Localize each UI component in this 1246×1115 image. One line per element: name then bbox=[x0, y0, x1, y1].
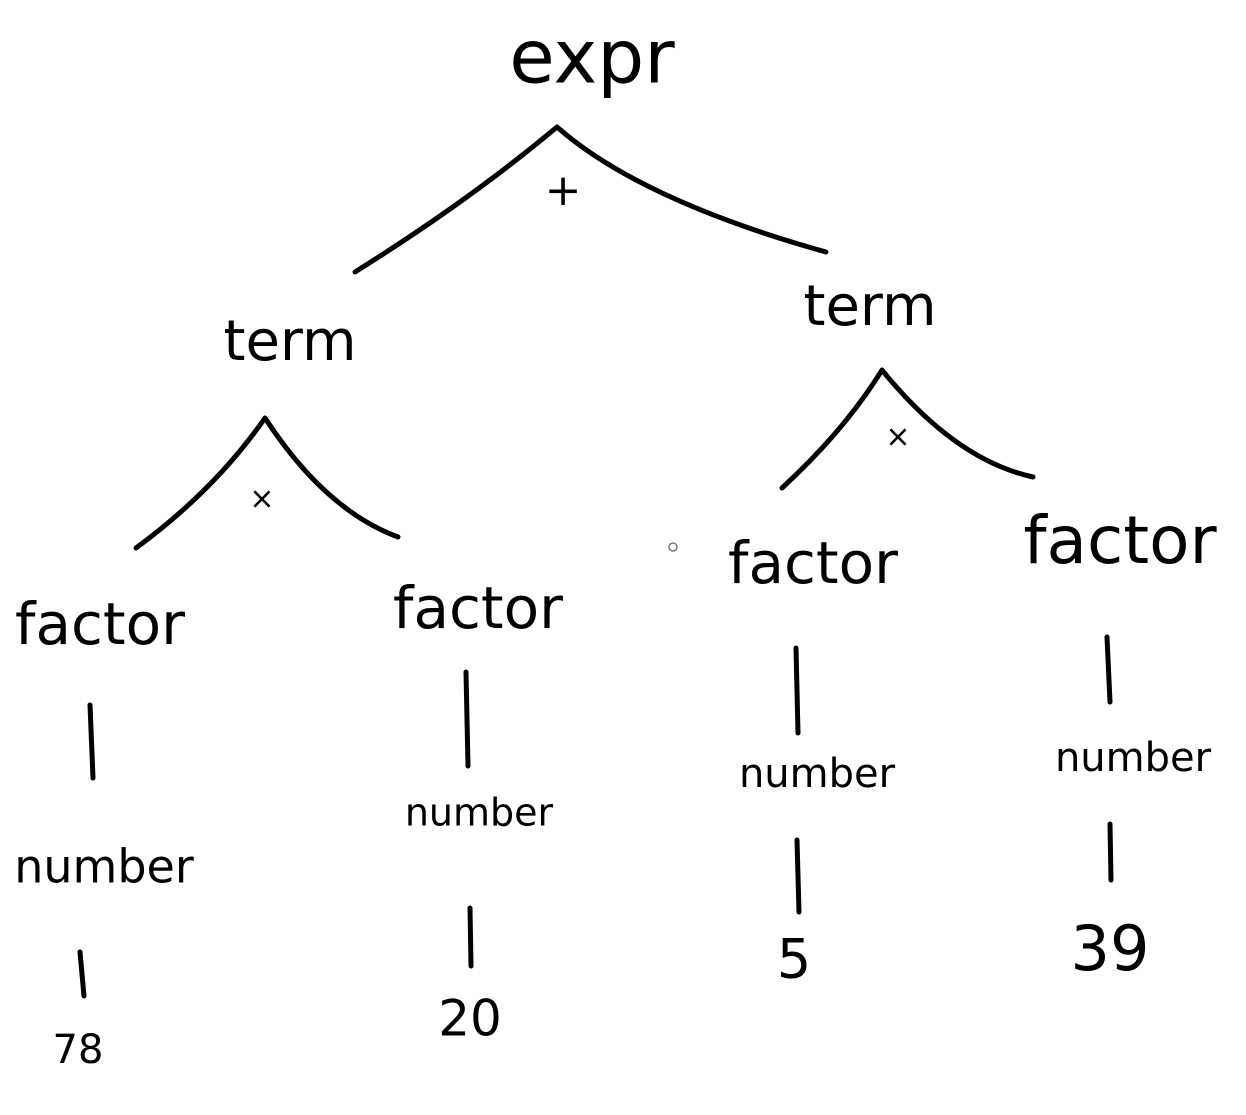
number-2-label: number bbox=[405, 791, 554, 835]
term-left-label: term bbox=[224, 309, 357, 374]
term-left-branch-edge bbox=[133, 415, 401, 551]
factor-2-label: factor bbox=[393, 574, 563, 642]
factor-3-label: factor bbox=[728, 529, 898, 597]
number-4-edge bbox=[1107, 821, 1114, 883]
number-1-label: number bbox=[14, 840, 194, 894]
root-label-expr: expr bbox=[509, 15, 675, 101]
root-operator-plus: + bbox=[545, 165, 582, 216]
number-3-edge bbox=[794, 837, 802, 915]
term-right-branch-edge bbox=[779, 367, 1036, 491]
term-left-operator: × bbox=[249, 482, 274, 517]
value-5: 5 bbox=[777, 928, 811, 991]
value-78: 78 bbox=[53, 1027, 104, 1073]
value-20: 20 bbox=[438, 990, 502, 1048]
factor-1-label: factor bbox=[15, 590, 185, 658]
root-branch-edge bbox=[352, 124, 829, 275]
factor-4-label: factor bbox=[1023, 502, 1217, 579]
cursor-marker-icon bbox=[668, 542, 678, 552]
factor-2-edge bbox=[463, 669, 471, 769]
term-right-label: term bbox=[804, 274, 937, 339]
value-39: 39 bbox=[1071, 912, 1150, 985]
number-3-label: number bbox=[739, 751, 896, 797]
factor-1-edge bbox=[87, 702, 96, 781]
number-2-edge bbox=[467, 905, 474, 969]
number-4-label: number bbox=[1055, 735, 1212, 781]
factor-4-edge bbox=[1104, 634, 1113, 705]
factor-3-edge bbox=[793, 645, 801, 736]
number-1-edge bbox=[77, 949, 87, 999]
term-right-operator: × bbox=[885, 420, 910, 455]
